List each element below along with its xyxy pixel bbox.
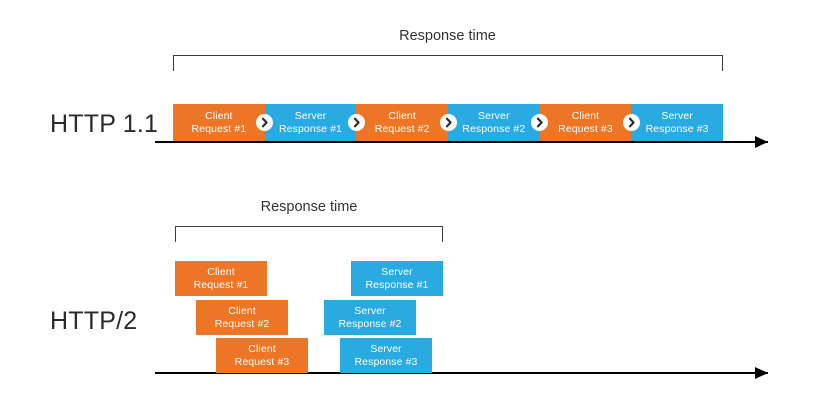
segment-line-2: Request #2 [374,122,430,135]
block-line-1: Client [228,305,256,318]
segment-line-2: Response #3 [645,122,709,135]
block-line-2: Request #2 [214,317,270,330]
block-line-1: Server [354,305,386,318]
block-line-2: Response #2 [338,317,402,330]
row-label-http11: HTTP 1.1 [50,110,159,138]
response-time-label-http2: Response time [260,199,358,215]
chevron-right-icon [439,114,457,131]
block-line-1: Server [370,343,402,356]
row-label-http2: HTTP/2 [50,307,138,335]
segment-line-2: Response #2 [462,122,526,135]
block-line-1: Client [248,343,276,356]
response-time-bracket-http2 [175,226,443,242]
chevron-right-icon [347,114,365,131]
block-line-1: Server [381,266,413,279]
timeline-axis-http11 [155,141,768,143]
segment-line-1: Server [294,110,327,123]
block-line-2: Request #3 [234,355,290,368]
segment-line-1: Client [388,110,416,123]
segment-line-1: Client [205,110,233,123]
segment-line-1: Client [571,110,600,123]
segment-line-2: Request #1 [191,122,247,135]
segment-line-1: Server [478,110,510,123]
segment-line-2: Request #3 [558,122,613,135]
block-line-2: Request #1 [193,278,249,291]
chevron-right-icon [531,114,549,131]
chevron-right-icon [622,114,640,131]
response-time-bracket-http11 [173,55,723,71]
segment-line-2: Response #1 [278,122,342,135]
response-time-label-http11: Response time [399,28,496,44]
arrow-right-icon-http11 [755,135,768,148]
arrow-right-icon-http2 [755,366,768,379]
segment-line-1: Server [661,110,693,123]
block-line-1: Client [207,266,235,279]
block-line-2: Response #1 [365,278,429,291]
block-line-2: Response #3 [354,355,418,368]
chevron-right-icon [256,114,274,131]
timeline-axis-http2 [155,372,768,374]
